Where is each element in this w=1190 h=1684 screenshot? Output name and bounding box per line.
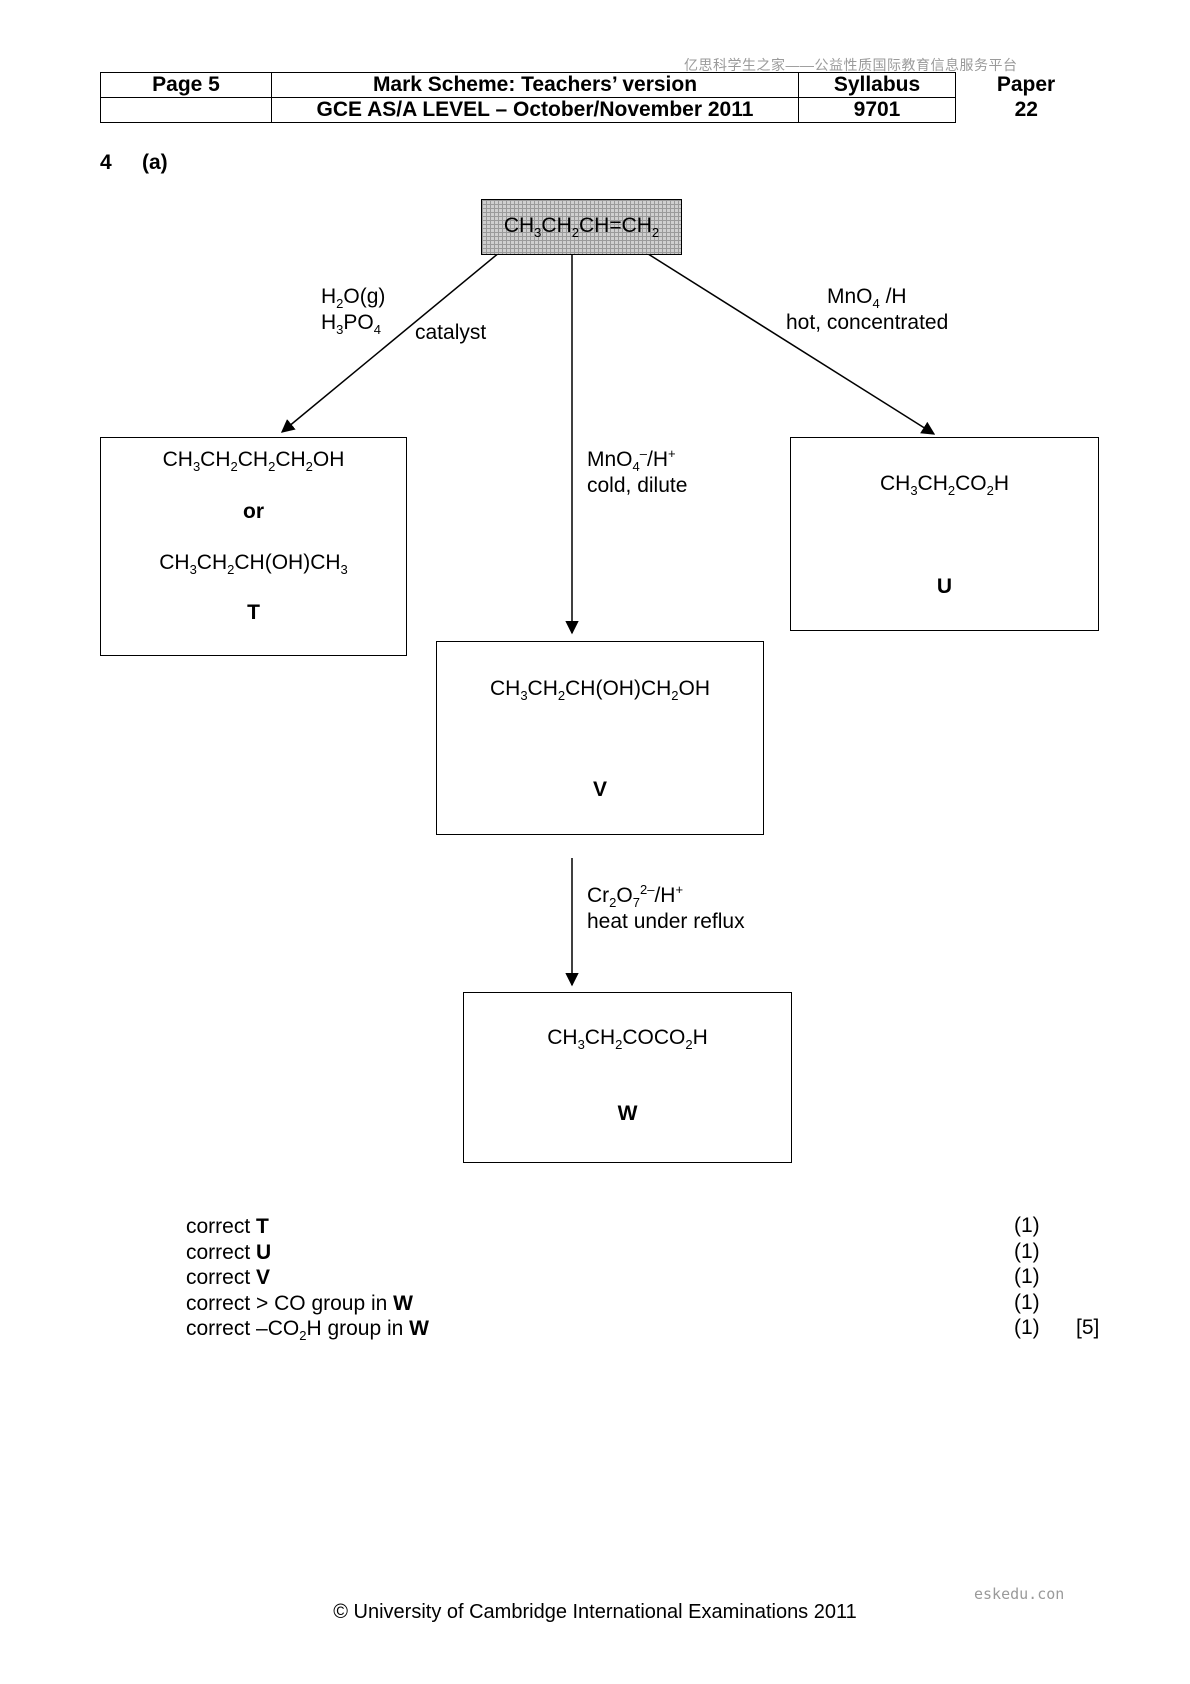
product-w-formula: CH3CH2COCO2H [547, 1026, 708, 1053]
reagent-dichromate: Cr2O72–/H+ [587, 882, 684, 911]
product-t-or: or [243, 500, 264, 523]
mark-value: (1) [1014, 1214, 1040, 1237]
question-number: 4 [100, 151, 112, 174]
product-box-v: CH3CH2CH(OH)CH2OH V [436, 641, 764, 835]
mark-text: correct –CO2H group in [186, 1317, 410, 1344]
question-part: (a) [142, 151, 168, 174]
mark-row: correct V [186, 1265, 429, 1291]
mark-value: (1) [1014, 1239, 1040, 1263]
header-title: Mark Scheme: Teachers’ version [271, 72, 799, 98]
header-empty-cell [100, 97, 272, 123]
watermark-top: 亿思科学生之家——公益性质国际教育信息服务平台 [684, 57, 1018, 73]
header-page: Page 5 [100, 72, 272, 98]
product-u-formula: CH3CH2CO2H [879, 472, 1010, 499]
header-table: Page 5 Mark Scheme: Teachers’ version Sy… [100, 72, 1097, 123]
mark-value: (1) [1014, 1316, 1040, 1339]
reagent-mno4-cold: MnO4–/H+ [587, 446, 676, 475]
mark-letter: V [256, 1266, 271, 1289]
product-t-label: T [247, 601, 260, 624]
reagent-h2o: H2O(g) [321, 285, 386, 312]
reagent-mno4-hot: MnO4 /H [827, 285, 907, 312]
start-compound-box: CH3CH2CH=CH2 [481, 199, 682, 255]
reagent-heat-reflux: heat under reflux [587, 910, 745, 933]
reagent-catalyst: catalyst [415, 321, 487, 344]
header-paper-label: Paper [996, 73, 1056, 96]
header-paper-number: 22 [1014, 98, 1038, 121]
product-box-u: CH3CH2CO2H U [790, 437, 1099, 631]
mark-value: (1) [1014, 1265, 1040, 1288]
mark-row: correct T [186, 1214, 429, 1240]
copyright-footer: © University of Cambridge International … [333, 1601, 857, 1623]
product-v-label: V [592, 778, 607, 801]
arrow-to-t [280, 251, 501, 433]
reagent-cold-dilute: cold, dilute [587, 474, 688, 497]
product-v-formula: CH3CH2CH(OH)CH2OH [489, 677, 711, 704]
marking-points: correct T correct U correct V correct > … [186, 1214, 429, 1342]
mark-letter: T [256, 1215, 269, 1238]
start-compound: CH3CH2CH=CH2 [503, 214, 660, 241]
reagent-h3po4: H3PO4 [321, 311, 381, 338]
mark-letter: W [409, 1317, 429, 1340]
mark-letter: U [256, 1240, 272, 1264]
mark-text: correct [186, 1240, 257, 1264]
product-w-label: W [617, 1102, 638, 1125]
product-t-option-2: CH3CH2CH(OH)CH3 [159, 551, 348, 578]
watermark-site: eskedu.con [974, 1585, 1065, 1603]
product-box-t: CH3CH2CH2CH2OH or CH3CH2CH(OH)CH3 T [100, 437, 407, 656]
product-box-w: CH3CH2COCO2H W [463, 992, 792, 1163]
header-syllabus-code: 9701 [798, 97, 956, 123]
reagent-hot-concentrated: hot, concentrated [786, 311, 949, 334]
mark-value: (1) [1014, 1290, 1040, 1314]
arrow-to-u [644, 251, 936, 435]
mark-letter: W [393, 1291, 413, 1315]
mark-row: correct –CO2H group in W [186, 1316, 429, 1342]
total-marks: [5] [1076, 1316, 1100, 1339]
mark-row: correct > CO group in W [186, 1291, 429, 1317]
product-t-option-1: CH3CH2CH2CH2OH [162, 448, 345, 475]
mark-text: correct > CO group in [186, 1291, 394, 1315]
mark-text: correct [186, 1215, 257, 1238]
mark-row: correct U [186, 1240, 429, 1266]
header-syllabus-label: Syllabus [798, 72, 956, 98]
header-exam: GCE AS/A LEVEL – October/November 2011 [271, 97, 799, 123]
mark-text: correct [186, 1266, 257, 1289]
product-u-label: U [936, 575, 953, 598]
